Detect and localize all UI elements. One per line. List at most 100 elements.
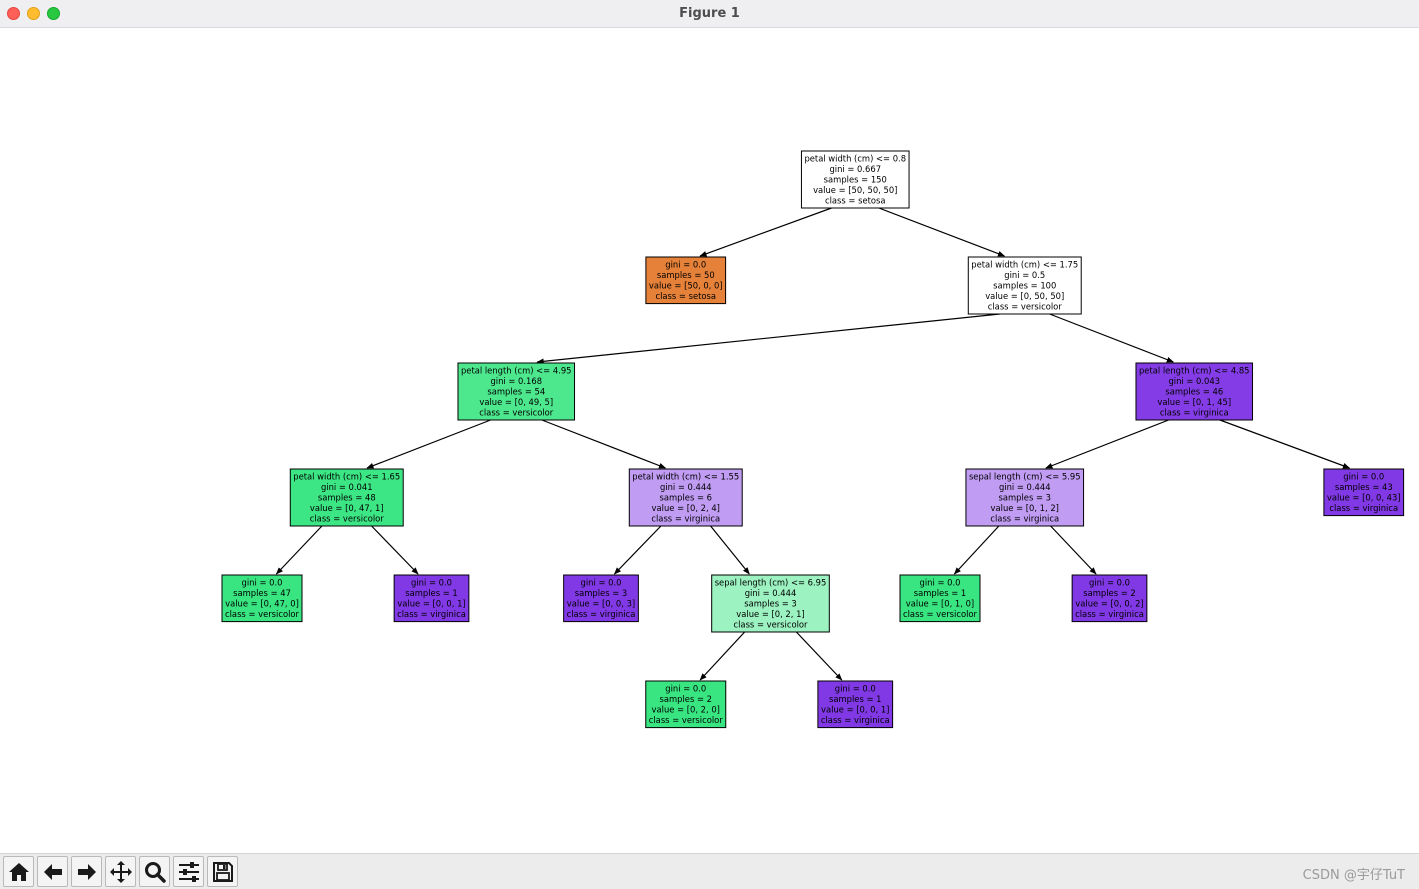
tree-node-label: samples = 2: [660, 694, 712, 704]
tree-node-label: gini = 0.0: [665, 260, 706, 270]
home-icon: [8, 862, 29, 881]
tree-node-label: class = versicolor: [734, 619, 809, 629]
tree-node-label: class = versicolor: [310, 513, 385, 523]
minimize-window-button[interactable]: [27, 7, 40, 20]
tree-edge: [1045, 419, 1169, 469]
tree-node-label: class = setosa: [825, 195, 886, 205]
tree-node-label: gini = 0.0: [411, 578, 452, 588]
tree-node-label: gini = 0.0: [835, 684, 876, 694]
tree-edge: [795, 631, 843, 681]
tree-node-box: [563, 574, 639, 623]
tree-node-label: class = versicolor: [479, 407, 554, 417]
title-bar: Figure 1: [0, 0, 1419, 28]
tree-edge: [1050, 525, 1097, 575]
tree-node-label: value = [0, 0, 1]: [821, 705, 889, 715]
tree-node-label: value = [0, 1, 2]: [991, 503, 1059, 513]
tree-edge: [536, 313, 1000, 365]
tree-node-label: gini = 0.444: [660, 482, 712, 492]
tree-node-label: class = versicolor: [225, 609, 300, 619]
tree-node-label: class = virginica: [651, 513, 720, 523]
tree-edge: [371, 525, 419, 575]
tree-node-label: value = [0, 50, 50]: [985, 291, 1064, 301]
tree-node-label: petal width (cm) <= 1.55: [632, 472, 739, 482]
tree-node-box: [1135, 362, 1254, 421]
tree-node-label: samples = 48: [318, 493, 376, 503]
tree-node-label: samples = 100: [993, 281, 1056, 291]
home-button[interactable]: [3, 856, 34, 887]
tree-node-box: [711, 574, 830, 633]
tree-node-box: [645, 256, 727, 305]
tree-node-label: gini = 0.0: [665, 684, 706, 694]
tree-node-label: value = [0, 47, 1]: [310, 503, 384, 513]
watermark-text: CSDN @宇仔TuT: [1302, 868, 1405, 883]
tree-node-label: petal width (cm) <= 1.75: [971, 260, 1078, 270]
tree-node-label: value = [50, 50, 50]: [813, 185, 897, 195]
tree-node-box: [967, 256, 1082, 315]
back-button[interactable]: [37, 856, 68, 887]
tree-node-label: samples = 2: [1083, 588, 1135, 598]
tree-edge: [710, 525, 750, 575]
tree-node-label: gini = 0.168: [490, 376, 542, 386]
tree-node-label: petal length (cm) <= 4.85: [1139, 366, 1250, 376]
tree-node-box: [817, 680, 894, 729]
tree-node-label: value = [0, 1, 45]: [1157, 397, 1231, 407]
tree-edge: [541, 419, 667, 469]
tree-node-box: [1323, 468, 1405, 517]
forward-arrow-icon: [77, 863, 96, 880]
tree-node-label: samples = 47: [233, 588, 291, 598]
tree-edge: [1219, 419, 1351, 469]
tree-node-label: gini = 0.0: [1343, 472, 1384, 482]
tree-node-label: value = [0, 2, 4]: [652, 503, 720, 513]
tree-edge: [953, 525, 1000, 575]
maximize-window-button[interactable]: [47, 7, 60, 20]
tree-node-label: petal length (cm) <= 4.95: [461, 366, 572, 376]
tree-node-label: sepal length (cm) <= 5.95: [969, 472, 1081, 482]
tree-node-label: value = [0, 0, 3]: [567, 599, 635, 609]
save-figure-button[interactable]: [207, 856, 238, 887]
forward-button[interactable]: [71, 856, 102, 887]
tree-node-label: class = virginica: [397, 609, 466, 619]
tree-node-label: samples = 6: [660, 493, 712, 503]
tree-node-label: gini = 0.444: [999, 482, 1051, 492]
tree-node-label: value = [0, 47, 0]: [225, 599, 299, 609]
tree-node-label: class = versicolor: [988, 301, 1063, 311]
tree-node-box: [965, 468, 1085, 527]
tree-node-box: [899, 574, 981, 623]
tree-node-label: petal width (cm) <= 1.65: [293, 472, 400, 482]
navigation-toolbar: [0, 853, 1419, 889]
tree-node-label: samples = 3: [744, 599, 796, 609]
tree-node-label: samples = 1: [829, 694, 881, 704]
tree-edge: [1049, 313, 1174, 363]
pan-button[interactable]: [105, 856, 136, 887]
tree-node-box: [1071, 574, 1148, 623]
tree-node-label: class = versicolor: [649, 715, 724, 725]
close-window-button[interactable]: [7, 7, 20, 20]
tree-node-label: class = virginica: [1075, 609, 1144, 619]
tree-node-label: class = versicolor: [903, 609, 978, 619]
zoom-button[interactable]: [139, 856, 170, 887]
tree-edge: [699, 207, 832, 257]
tree-edge: [366, 419, 491, 469]
tree-node-label: gini = 0.667: [829, 164, 881, 174]
tree-node-label: gini = 0.0: [242, 578, 283, 588]
tree-node-label: samples = 43: [1335, 482, 1393, 492]
tree-node-box: [393, 574, 470, 623]
configure-subplots-button[interactable]: [173, 856, 204, 887]
tree-node-label: samples = 1: [405, 588, 457, 598]
tree-edge: [275, 525, 323, 575]
tree-node-label: class = virginica: [567, 609, 636, 619]
